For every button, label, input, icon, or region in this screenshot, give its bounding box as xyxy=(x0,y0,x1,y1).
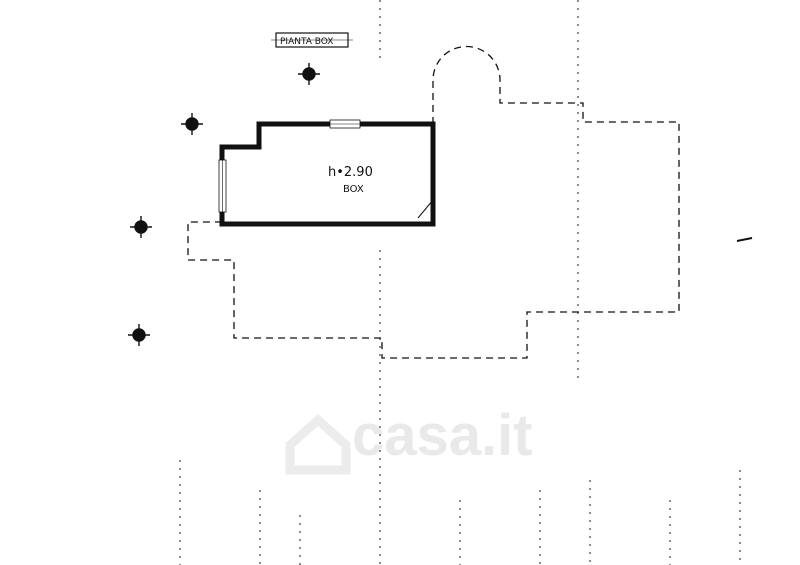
plan-title: PIANTA BOX xyxy=(280,37,333,47)
watermark-text: casa.it xyxy=(352,403,533,468)
door-swing xyxy=(417,199,434,219)
house-logo-icon xyxy=(285,413,351,475)
marker-icon xyxy=(181,113,203,135)
room-name-label: BOX xyxy=(343,184,364,195)
stray-mark xyxy=(736,237,753,242)
marker-icon xyxy=(128,324,150,346)
watermark: casa.it xyxy=(285,403,533,475)
survey-markers xyxy=(128,63,320,346)
marker-icon xyxy=(130,216,152,238)
room-height-label: h•2.90 xyxy=(328,165,373,180)
marker-icon xyxy=(298,63,320,85)
plan-title-label: PIANTA BOX xyxy=(271,32,353,48)
building-outline-dashed xyxy=(187,45,680,359)
construction-lines xyxy=(179,0,741,565)
box-room: h•2.90 BOX xyxy=(218,119,436,227)
